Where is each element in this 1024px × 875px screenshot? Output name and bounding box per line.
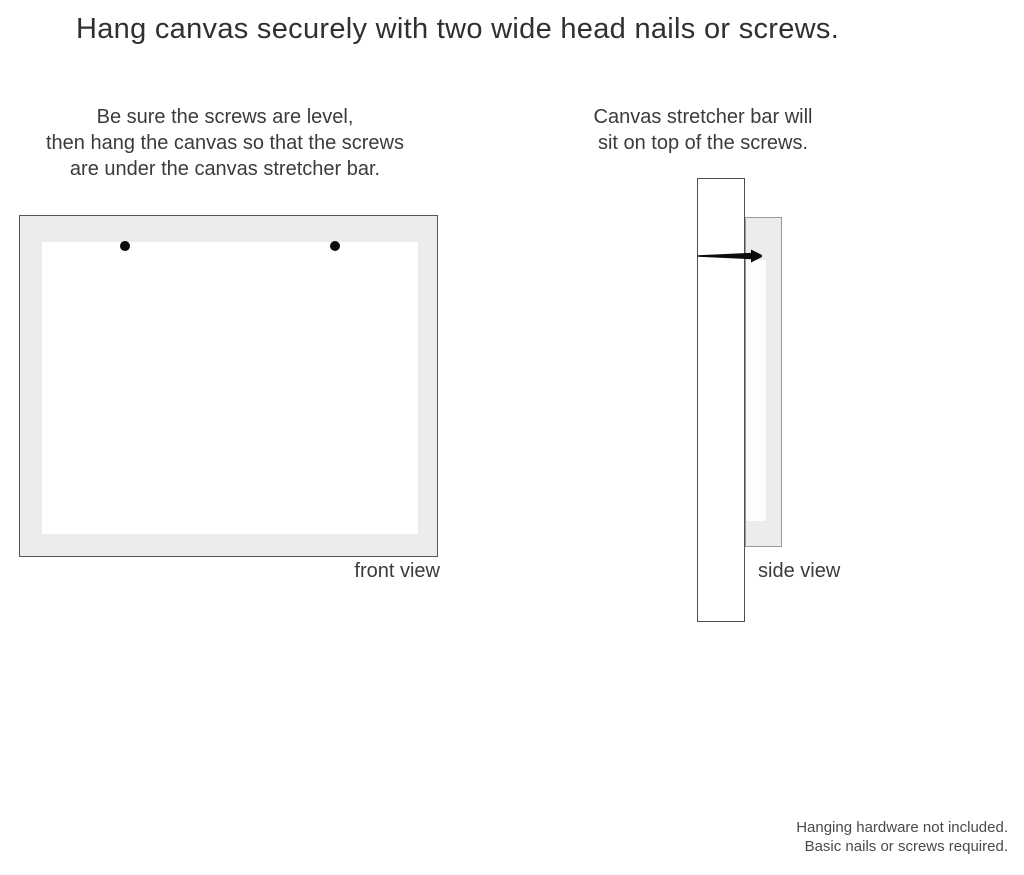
stretcher-bar-side-view (697, 178, 745, 622)
instruction-line: then hang the canvas so that the screws (46, 132, 404, 154)
side-view-label: side view (758, 560, 841, 582)
instruction-line: Canvas stretcher bar will (593, 106, 813, 128)
canvas-inner-face (42, 242, 418, 534)
instruction-line: are under the canvas stretcher bar. (69, 158, 381, 180)
screw-dot-icon (330, 241, 340, 251)
side-view-instruction: Canvas stretcher bar will sit on top of … (558, 104, 848, 156)
footer-line: Hanging hardware not included. (796, 819, 1008, 836)
front-view-label: front view (354, 560, 440, 582)
page-title: Hang canvas securely with two wide head … (76, 13, 840, 45)
canvas-front-view-diagram (19, 215, 438, 557)
instruction-line: sit on top of the screws. (597, 132, 809, 154)
front-view-instruction: Be sure the screws are level, then hang … (28, 104, 422, 182)
wide-head-nail-icon (698, 249, 762, 263)
canvas-side-view (745, 217, 782, 547)
footer-hardware-note: Hanging hardware not included. Basic nai… (796, 818, 1008, 856)
canvas-side-inner-face (746, 260, 766, 521)
footer-line: Basic nails or screws required. (804, 838, 1008, 855)
instruction-line: Be sure the screws are level, (96, 106, 354, 128)
screw-dot-icon (120, 241, 130, 251)
